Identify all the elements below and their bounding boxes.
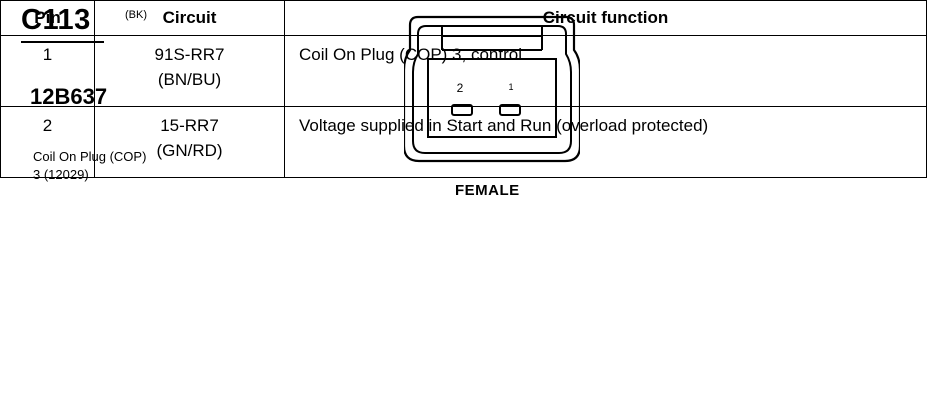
terminal-cavity-2	[451, 104, 473, 116]
connector-description-line1: Coil On Plug (COP)	[33, 149, 147, 164]
cavity-label-1: 1	[508, 82, 513, 92]
terminal-cavity-1	[499, 104, 521, 116]
circuit-function-cell: Voltage supplied in Start and Run (overl…	[284, 106, 927, 178]
circuit-cell: 15-RR7 (GN/RD)	[94, 106, 285, 178]
part-number: 12B637	[30, 84, 108, 109]
table-row: 2 15-RR7 (GN/RD) Voltage supplied in Sta…	[0, 106, 927, 178]
circuit-function-cell: Coil On Plug (COP) 3, control	[284, 35, 927, 107]
cavity-label-2: 2	[457, 81, 464, 95]
connector-inner-shell	[412, 25, 572, 154]
connector-view-label: FEMALE	[455, 182, 520, 199]
wire-color: (GN/RD)	[156, 141, 223, 160]
circuit-number: 15-RR7	[160, 116, 219, 135]
wire-color: (BN/BU)	[157, 70, 222, 89]
header-circuit-function: Circuit function	[284, 0, 927, 36]
header-pin: Pin	[0, 0, 95, 36]
header-circuit: Circuit	[94, 0, 285, 36]
connector-id-underline	[21, 41, 104, 43]
connector-face-diagram: 2 1	[404, 15, 580, 163]
connector-id: C113	[21, 4, 91, 36]
circuit-cell: 91S-RR7 (BN/BU)	[94, 35, 285, 107]
cavity-face	[427, 58, 557, 138]
circuit-number: 91S-RR7	[154, 45, 225, 64]
connector-color-code: (BK)	[125, 9, 147, 21]
pinout-table: Pin Circuit Circuit function 1 91S-RR7 (…	[0, 0, 927, 178]
connector-description-line2: 3 (12029)	[33, 167, 89, 182]
connector-outer-shell	[404, 15, 580, 163]
table-header-row: Pin Circuit Circuit function	[0, 0, 927, 36]
